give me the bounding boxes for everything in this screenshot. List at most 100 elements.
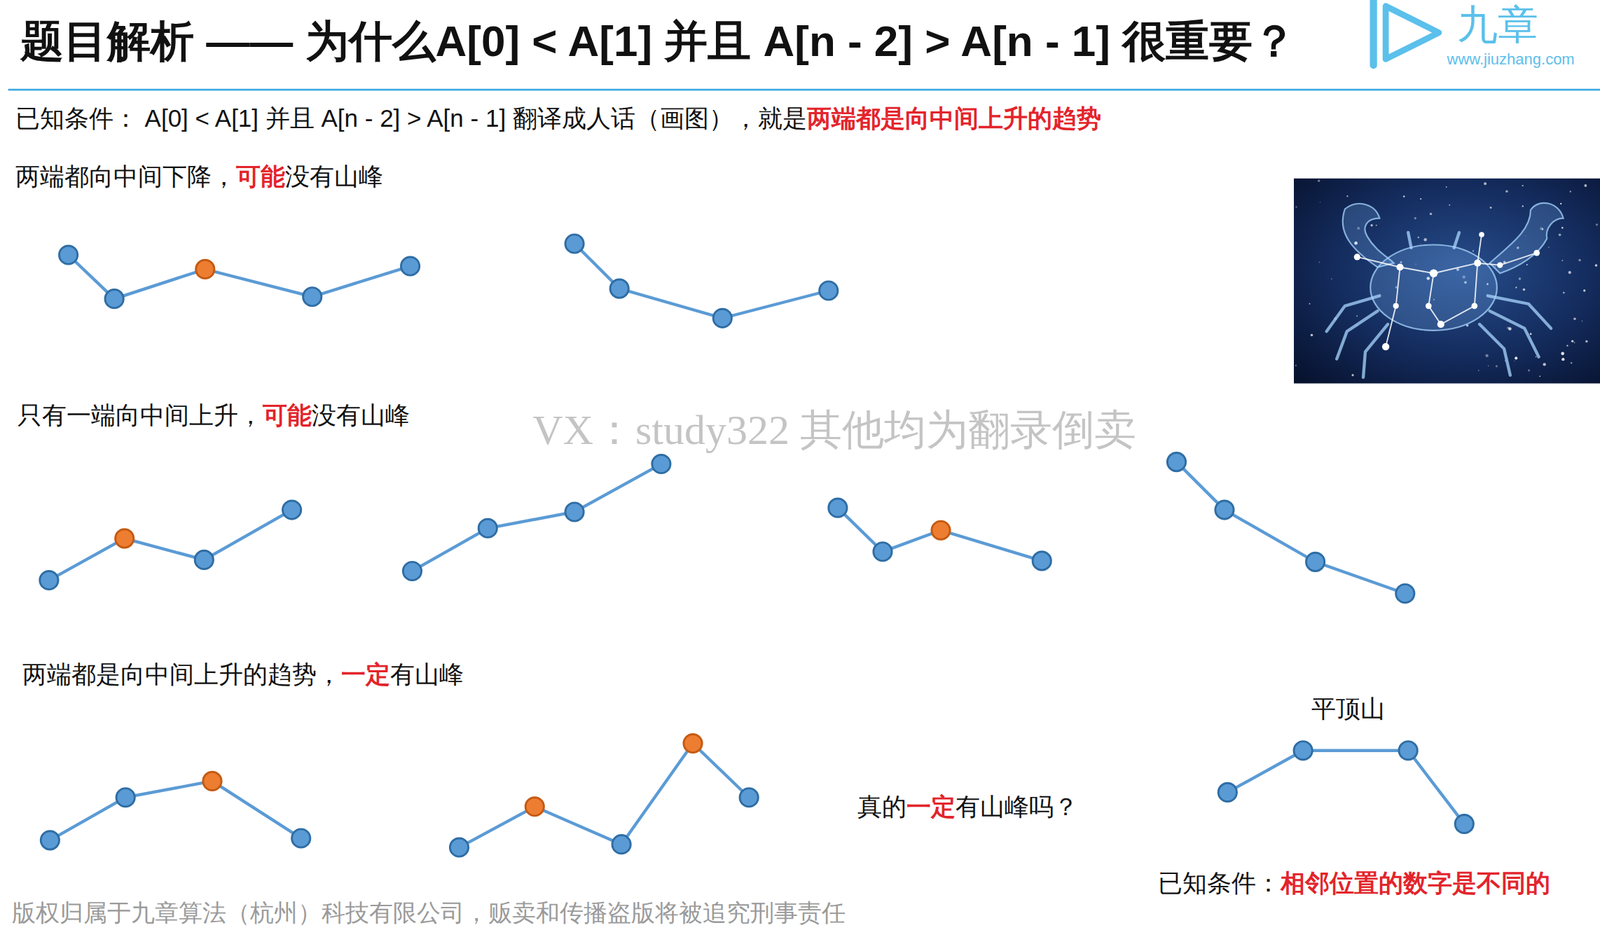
star [1483,182,1487,185]
given-condition-row: 已知条件：相邻位置的数字是不同的 [1157,869,1551,898]
case-caption: 没有山峰 [311,401,410,429]
star [1522,288,1526,292]
star [1562,292,1565,294]
graph-line [411,464,661,572]
star [1527,369,1530,372]
star [1515,286,1517,288]
value-dot [400,257,419,276]
graph-label: 平顶山 [1311,694,1385,723]
value-dot [39,570,59,590]
copyright-footer-row: 版权归属于九章算法（杭州）科技有限公司，贩卖和传播盗版将被追究刑事责任 [11,899,846,927]
star [1513,360,1515,362]
star [1403,195,1405,197]
value-dot [449,838,468,857]
star [1495,364,1498,368]
copyright-footer: 版权归属于九章算法（杭州）科技有限公司，贩卖和传播盗版将被追究刑事责任 [11,899,846,927]
watermark: VX：study322 其他均为翻录倒卖 [532,407,1137,454]
star [1295,364,1297,367]
case-caption-row: 只有一端向中间上升，可能没有山峰 [17,401,410,430]
value-dot [1396,584,1415,603]
value-dot [478,519,497,538]
value-dot [565,234,584,253]
value-dot [1305,552,1324,571]
case-caption: 只有一端向中间上升， [17,401,263,429]
case-caption: 两端都是向中间上升的趋势， [22,660,342,688]
question-note: 真的 [857,792,907,821]
line-graph [1167,453,1415,604]
given-condition: 已知条件： A[0] < A[1] 并且 A[n - 2] > A[n - 1]… [15,104,808,132]
star [1574,342,1576,344]
value-dot [739,788,758,808]
star [1522,205,1524,207]
star [1310,334,1314,337]
star [1505,189,1509,193]
star [1543,362,1547,366]
star [1566,344,1568,347]
star [1558,233,1562,237]
value-dot [1398,741,1418,761]
star [1571,340,1574,343]
logo-url: www.jiuzhang.com [1447,50,1575,68]
star [1561,226,1563,229]
star [1548,246,1550,248]
line-graph [449,734,758,857]
star [1423,238,1427,241]
star [1429,212,1432,216]
emphasis-text: 一定 [906,792,956,821]
peak-dot [525,797,544,817]
logo-text-row: 九章 [1457,1,1539,49]
star [1356,315,1358,317]
star [1487,365,1489,367]
star [1420,243,1422,244]
line-graph [828,498,1052,571]
value-dot [303,287,322,307]
star [1568,271,1572,274]
star [1472,250,1474,252]
value-dot [713,308,732,328]
star [1561,357,1565,361]
case-caption-row: 两端都向中间下降，可能没有山峰 [15,162,384,191]
value-dot [1032,552,1051,571]
graph-line [1176,462,1405,595]
emphasis-text: 相邻位置的数字是不同的 [1280,869,1551,897]
value-dot [58,245,78,265]
graph-line [458,743,749,849]
star [1309,303,1311,305]
star [1317,180,1320,183]
line-graph [39,500,302,590]
star [1529,333,1533,336]
value-dot [1454,814,1474,833]
star [1419,198,1422,200]
value-dot [105,290,124,309]
graph-line [837,507,1042,562]
peak-dot [931,521,950,540]
peak-dot [115,529,134,548]
peak-dot [683,734,702,753]
peak-dot [203,771,222,791]
star [1485,354,1488,358]
star [1518,277,1522,281]
line-graph [40,771,311,850]
value-dot [282,500,301,520]
line-graph [402,454,671,581]
line-graph [565,234,838,328]
case-caption: 有山峰 [390,660,464,688]
title-rule [8,88,1600,92]
value-dot [402,561,422,581]
star [1506,327,1509,330]
value-dot [1293,741,1313,761]
star [1526,264,1528,266]
slide-title: 题目解析 —— 为什么A[0] < A[1] 并且 A[n - 2] > A[n… [20,16,1296,66]
star [1319,201,1321,203]
value-dot [652,454,671,473]
value-dot [828,498,847,517]
graph-line [574,243,829,319]
line-graphs [39,234,1474,857]
line-graph [58,245,419,309]
case-caption-row: 两端都是向中间上升的趋势，一定有山峰 [22,660,464,689]
given-condition-row: 已知条件： A[0] < A[1] 并且 A[n - 2] > A[n - 1]… [15,104,1102,133]
logo-text: 九章 [1457,1,1539,47]
star [1445,186,1448,188]
case-caption: 没有山峰 [285,162,384,190]
